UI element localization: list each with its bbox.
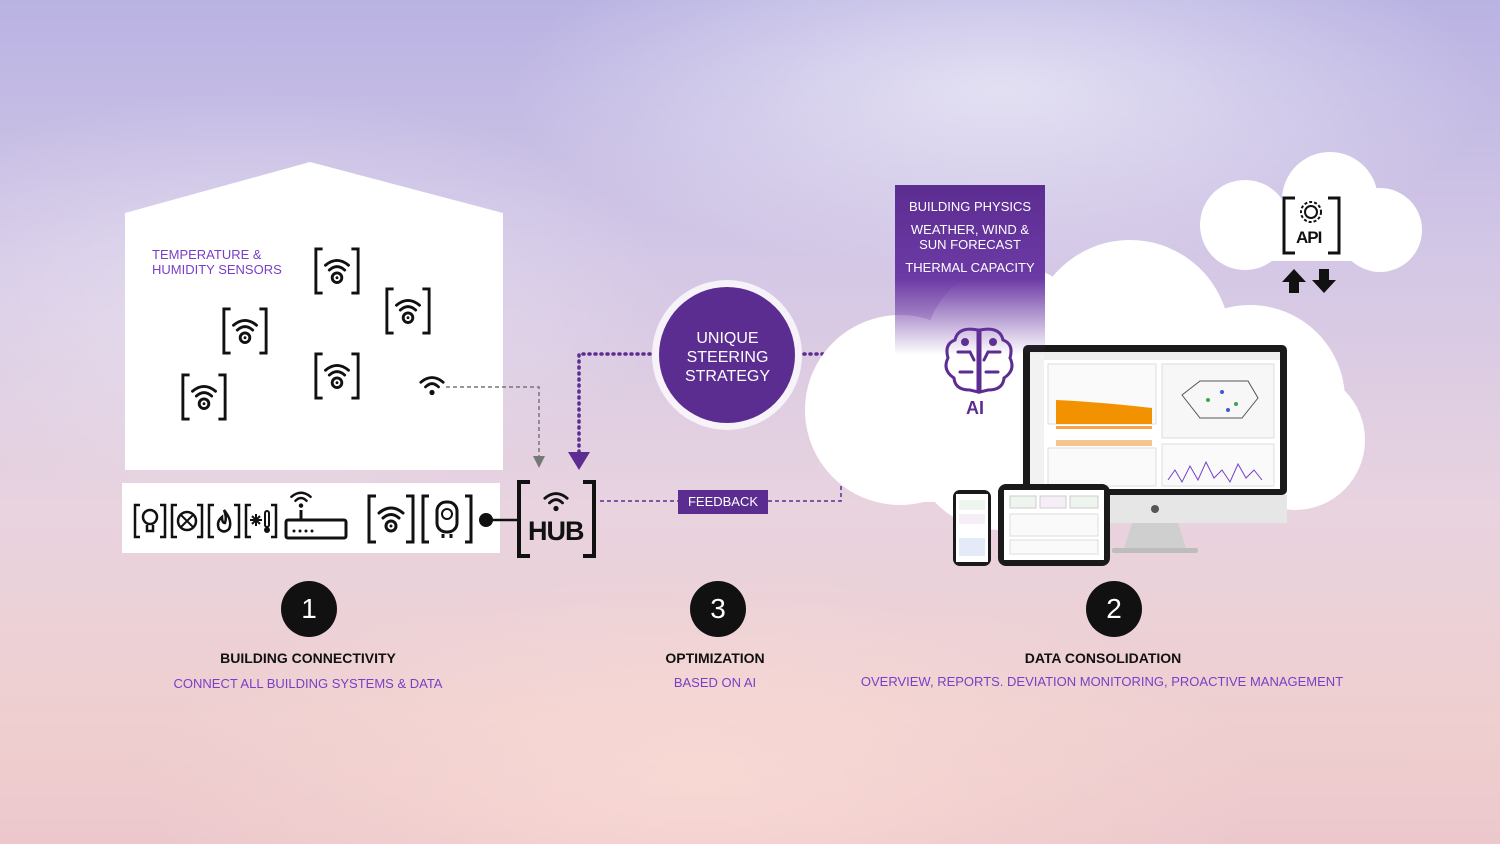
down-arrow-icon — [568, 452, 590, 470]
step-title: BUILDING CONNECTIVITY — [220, 650, 396, 666]
strategy-to-hub-connector — [577, 352, 652, 460]
bulb-icon — [133, 503, 167, 539]
ai-label: AI — [966, 398, 984, 418]
step-number-badge: 3 — [690, 581, 746, 637]
physics-item-line: WEATHER, WIND & — [910, 222, 1030, 237]
api-icon — [1282, 196, 1341, 255]
step-subtitle: CONNECT ALL BUILDING SYSTEMS & DATA — [173, 676, 443, 691]
step-subtitle: OVERVIEW, REPORTS. DEVIATION MONITORING,… — [860, 674, 1344, 689]
tablet-device — [998, 484, 1110, 566]
sensors-title: TEMPERATURE & HUMIDITY SENSORS — [152, 247, 292, 277]
feedback-label: FEEDBACK — [678, 490, 768, 514]
api-label: API — [1296, 228, 1322, 247]
download-arrow-icon — [1312, 269, 1336, 293]
snowflake-thermometer-icon — [244, 503, 278, 539]
upload-arrow-icon — [1282, 269, 1306, 293]
hub-icon — [517, 480, 596, 558]
flame-icon — [207, 503, 241, 539]
strategy-label: UNIQUE STEERING STRATEGY — [655, 287, 800, 427]
fan-icon — [170, 503, 204, 539]
physics-item: THERMAL CAPACITY — [905, 260, 1035, 275]
physics-item-line: SUN FORECAST — [919, 237, 1021, 252]
building-physics-panel: BUILDING PHYSICS WEATHER, WIND & SUN FOR… — [895, 185, 1045, 355]
api-cloud-shape — [1200, 152, 1422, 272]
phone-device — [953, 490, 991, 566]
strategy-circle — [659, 287, 795, 423]
physics-item: BUILDING PHYSICS — [908, 199, 1032, 214]
step-title: OPTIMIZATION — [665, 650, 765, 666]
step-number-badge: 2 — [1086, 581, 1142, 637]
step-subtitle: BASED ON AI — [673, 675, 757, 690]
strategy-line: UNIQUE — [696, 329, 759, 347]
desktop-monitor — [1023, 345, 1287, 553]
physics-item: WEATHER, WIND & SUN FORECAST — [895, 222, 1045, 252]
sensors-title-line: HUMIDITY SENSORS — [152, 262, 282, 277]
house-shape — [125, 162, 503, 470]
strategy-line: STEERING — [686, 348, 769, 366]
step-title: DATA CONSOLIDATION — [1024, 650, 1182, 666]
hub-label: HUB — [528, 516, 584, 546]
wifi-to-hub-connector — [446, 386, 545, 468]
step-number-badge: 1 — [281, 581, 337, 637]
strategy-line: STRATEGY — [684, 367, 771, 385]
sensors-title-line: TEMPERATURE & — [152, 247, 262, 262]
router-icon — [284, 491, 348, 540]
meter-icon — [421, 494, 473, 544]
